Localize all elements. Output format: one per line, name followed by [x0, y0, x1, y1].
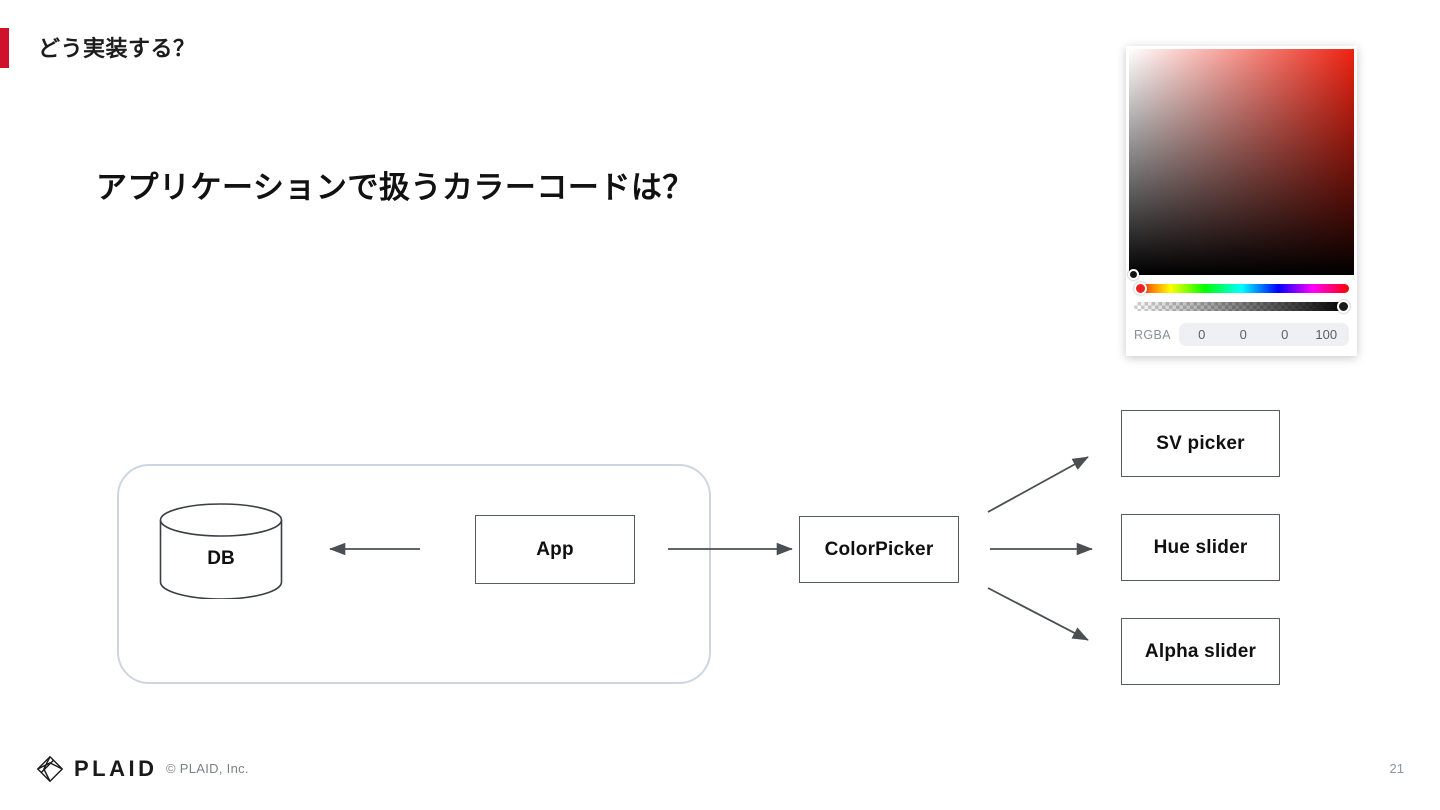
hue-slider-thumb[interactable]	[1134, 282, 1147, 295]
node-sv-picker: SV picker	[1121, 410, 1280, 477]
rgba-row: RGBA 0 0 0 100	[1134, 323, 1349, 346]
page-title: どう実装する？	[38, 36, 196, 61]
rgba-field-a[interactable]: 100	[1315, 327, 1338, 342]
alpha-slider-track[interactable]	[1134, 302, 1349, 311]
plaid-diamond-logo-icon	[37, 756, 63, 782]
plaid-wordmark: PLAID	[74, 756, 158, 781]
main-heading: アプリケーションで扱うカラーコードは？	[96, 170, 694, 205]
page-number: 21	[1389, 761, 1404, 776]
sv-picker-area[interactable]	[1128, 49, 1354, 280]
arrow-colorpicker-to-sv-picker	[987, 456, 1089, 513]
rgba-field-r[interactable]: 0	[1198, 327, 1206, 342]
color-picker-panel[interactable]: RGBA 0 0 0 100	[1126, 46, 1357, 356]
rgba-fields[interactable]: 0 0 0 100	[1179, 323, 1349, 346]
node-app: App	[475, 515, 635, 584]
hue-slider[interactable]	[1134, 282, 1349, 295]
node-alpha-slider: Alpha slider	[1121, 618, 1280, 685]
arrow-colorpicker-to-alpha-slider	[987, 587, 1089, 641]
footer-logo: PLAID	[36, 755, 158, 783]
rgba-field-g[interactable]: 0	[1239, 327, 1247, 342]
node-hue-slider: Hue slider	[1121, 514, 1280, 581]
node-colorpicker: ColorPicker	[799, 516, 959, 583]
rgba-label: RGBA	[1134, 327, 1172, 342]
node-db-label: DB	[207, 548, 235, 569]
database-icon	[159, 503, 283, 600]
copyright-text: © PLAID, Inc.	[166, 761, 249, 776]
alpha-slider-thumb[interactable]	[1337, 300, 1350, 313]
hue-slider-track[interactable]	[1134, 284, 1349, 293]
app-group-container	[117, 464, 711, 684]
sv-picker-cursor[interactable]	[1128, 269, 1139, 280]
title-accent-bar	[0, 28, 9, 68]
node-db: DB	[159, 503, 283, 600]
rgba-field-b[interactable]: 0	[1281, 327, 1289, 342]
alpha-slider[interactable]	[1134, 300, 1350, 313]
